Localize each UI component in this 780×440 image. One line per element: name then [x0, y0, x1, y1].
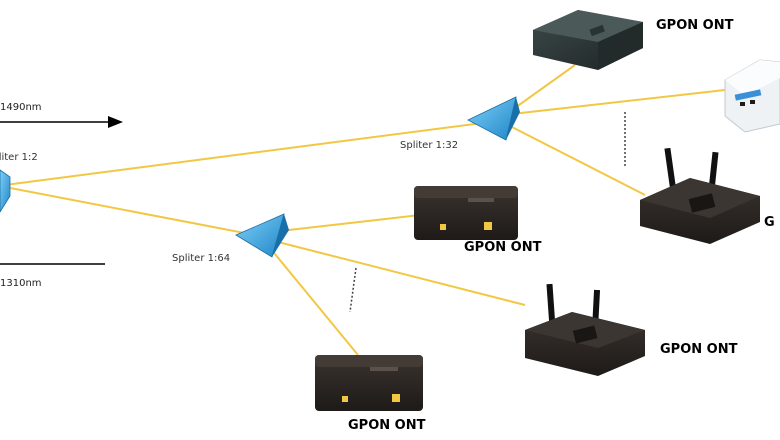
bottom-ont-device-icon — [315, 355, 423, 411]
fiber-upper-to-router — [507, 124, 646, 196]
fiber-lower-to-bottom-ont — [269, 247, 359, 356]
separator-dots-lower — [349, 267, 357, 313]
splitter-1-32-icon — [467, 96, 520, 141]
splitter-1-32-label: Spliter 1:32 — [400, 140, 459, 151]
main-splitter-label: Spliter 1:2 — [0, 152, 38, 163]
router-ont-label: GPON ONT — [660, 342, 738, 357]
main-splitter-icon — [0, 169, 11, 213]
right-edge-ont-label: G — [764, 215, 775, 230]
bottom-ont-label: GPON ONT — [348, 418, 426, 433]
fiber-links — [4, 64, 726, 356]
top-ont-device-icon — [533, 10, 643, 70]
fiber-lower-to-mid-ont — [279, 214, 421, 232]
fiber-main-to-upper — [4, 121, 491, 186]
downstream-wavelength-label: 1490nm — [0, 102, 42, 113]
fiber-upper-to-white-ont — [511, 89, 726, 115]
router-lower-device-icon — [525, 283, 645, 376]
fiber-main-to-lower — [4, 186, 256, 236]
fiber-lower-to-router — [277, 241, 526, 306]
top-ont-label: GPON ONT — [656, 18, 734, 33]
mid-ont-label: GPON ONT — [464, 240, 542, 255]
mid-ont-device-icon — [414, 186, 518, 240]
splitter-1-64-label: Spliter 1:64 — [172, 253, 231, 264]
router-right-device-icon — [640, 147, 760, 244]
white-ont-device-icon — [724, 59, 780, 133]
splitter-1-64-icon — [235, 213, 289, 258]
upstream-wavelength-label: 1310nm — [0, 278, 42, 289]
